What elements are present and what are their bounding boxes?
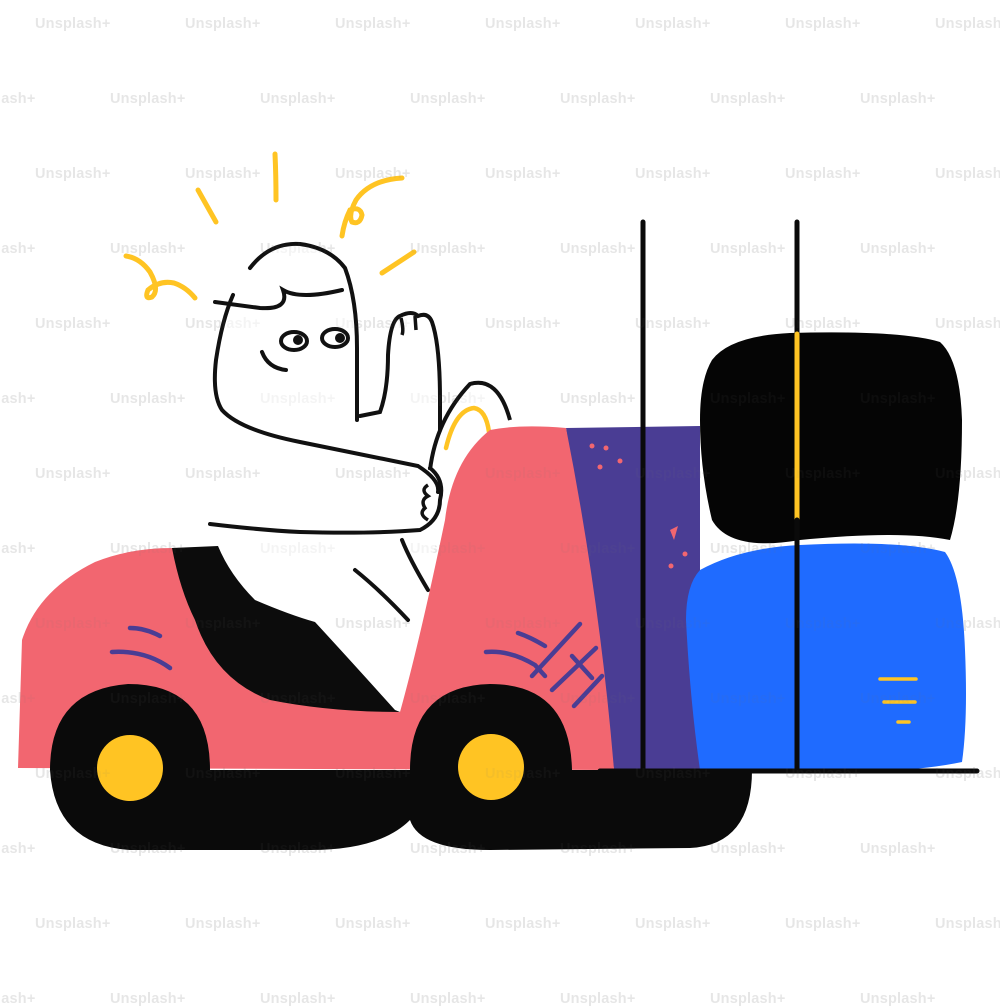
forklift-uprights (597, 219, 980, 774)
forklift-mast (566, 426, 700, 770)
character (208, 241, 512, 622)
rear-hubcap (97, 735, 163, 801)
mast-dots (589, 443, 688, 569)
wheels (50, 684, 752, 850)
sparkle-lines (123, 151, 417, 301)
character-leg (353, 568, 410, 622)
front-hubcap (458, 734, 524, 800)
box-top (700, 332, 962, 544)
box-bottom (686, 543, 966, 772)
wheel-base (50, 684, 752, 850)
steering-accent (443, 405, 492, 451)
character-back-arm (428, 380, 512, 471)
character-head (208, 243, 440, 618)
speed-marks (109, 621, 605, 709)
forklift-seat (172, 546, 400, 712)
forklift-body (18, 426, 614, 770)
box-label-marks (878, 677, 918, 724)
character-front-arm (208, 466, 444, 535)
character-raised-hand (358, 311, 442, 432)
